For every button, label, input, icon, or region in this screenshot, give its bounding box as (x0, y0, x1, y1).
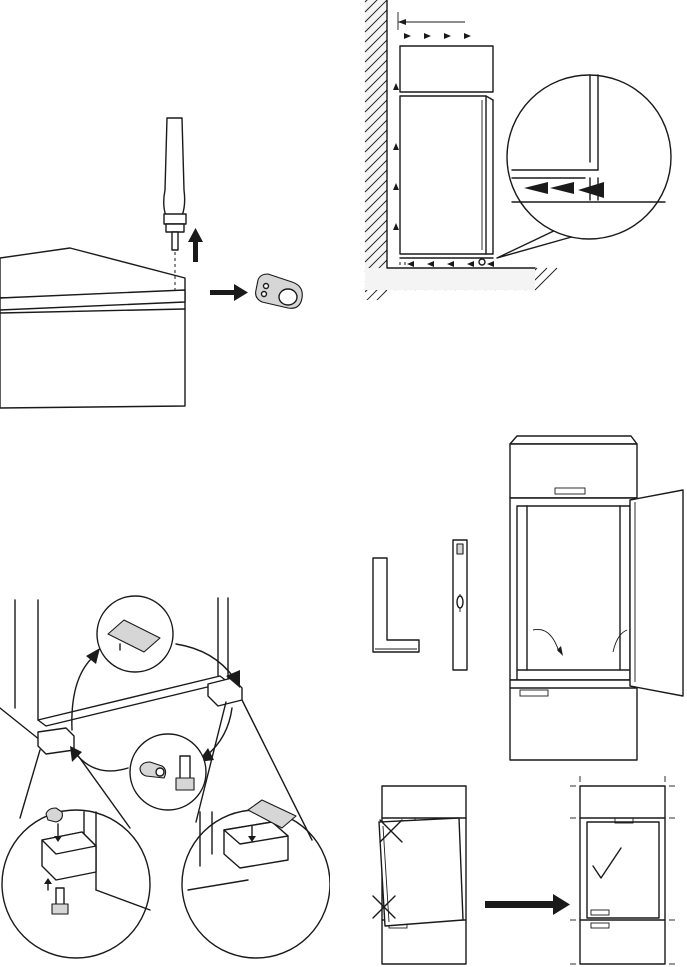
vent-arrow-bottom (447, 261, 454, 267)
figure-cabinet-level-check (365, 430, 687, 765)
vent-arrow-side (393, 183, 399, 190)
vent-arrow-top (424, 33, 431, 39)
misaligned-cabinet (379, 786, 466, 964)
vent-arrow-top (404, 33, 411, 39)
vent-arrow-top (444, 33, 451, 39)
aligned-cabinet (570, 776, 675, 964)
up-arrow-icon (188, 228, 203, 262)
figure-cabinet-alignment (365, 770, 687, 967)
cabinet-icon (510, 436, 683, 760)
hinge-pin-icon (130, 734, 206, 810)
vent-arrow-side (393, 83, 399, 90)
figure-hinge-cap-removal (0, 110, 320, 415)
figure-hinge-cover-swap (0, 590, 330, 967)
cover-plate-icon (97, 596, 173, 672)
vent-arrow-side (393, 223, 399, 230)
vent-arrow-bottom (467, 261, 474, 267)
appliance-top-block (0, 248, 185, 408)
detail-circle-left (2, 808, 150, 958)
clearance-dimension (398, 12, 465, 30)
hinge-cap-icon (256, 274, 303, 308)
vent-arrow-bottom (487, 261, 494, 267)
spirit-level-icon (453, 540, 467, 670)
upper-compartment (400, 46, 493, 92)
right-arrow-icon (485, 894, 570, 915)
vent-arrow-bottom (407, 261, 414, 267)
magnifier-circle (497, 75, 671, 258)
screwdriver-icon (164, 118, 186, 292)
vent-arrow-bottom (427, 261, 434, 267)
right-arrow-icon (210, 284, 248, 301)
vent-arrow-top (464, 33, 471, 39)
set-square-icon (373, 558, 419, 652)
vent-arrow-side (393, 143, 399, 150)
figure-installation-clearance (360, 0, 687, 300)
detail-circle-right (182, 800, 330, 958)
